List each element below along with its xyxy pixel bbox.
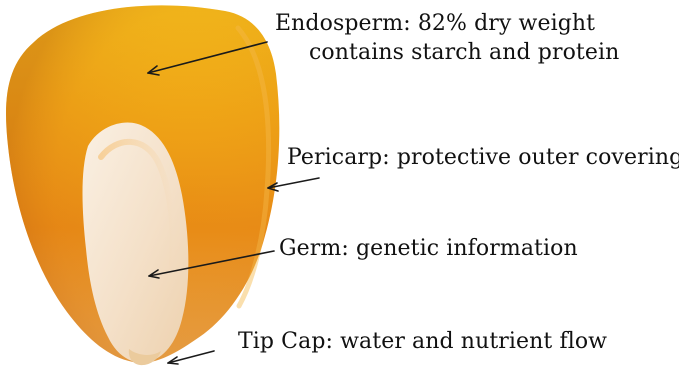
tip-cap-label: Tip Cap: water and nutrient flow xyxy=(238,329,607,355)
pericarp-label: Pericarp: protective outer covering xyxy=(287,145,679,171)
endosperm-label-line-2: contains starch and protein xyxy=(275,40,619,66)
tip-cap-arrow xyxy=(168,351,214,363)
germ-label: Germ: genetic information xyxy=(279,236,578,262)
endosperm-label: Endosperm: 82% dry weight contains starc… xyxy=(275,11,619,66)
endosperm-label-line-1: Endosperm: 82% dry weight xyxy=(275,11,619,37)
